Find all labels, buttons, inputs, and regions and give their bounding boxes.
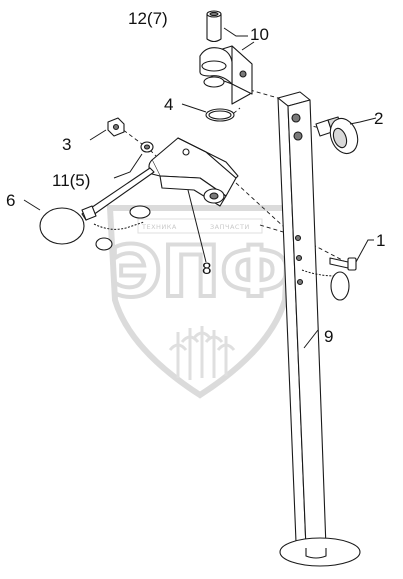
part-9-stand xyxy=(277,91,361,567)
callout-2: 2 xyxy=(374,109,383,128)
callout-11: 11(5) xyxy=(52,171,90,190)
part-6-lynch-pin xyxy=(39,167,155,251)
callout-6: 6 xyxy=(6,191,15,210)
callout-9: 9 xyxy=(324,327,333,346)
part-10-bracket xyxy=(199,45,253,105)
part-3-nut xyxy=(107,117,125,137)
wheat-icon xyxy=(168,326,236,380)
callout-12: 12(7) xyxy=(128,9,168,28)
watermark: ТЕХНИКА ЗАПЧАСТИ ЭПФ xyxy=(106,205,294,399)
part-12-pin xyxy=(206,10,222,43)
part-11-washer xyxy=(140,141,154,153)
callout-labels: 12(7) 10 4 2 3 11(5) 6 8 9 1 xyxy=(6,9,385,346)
callout-8: 8 xyxy=(202,259,211,278)
watermark-left-text: ТЕХНИКА xyxy=(141,223,177,231)
callout-4: 4 xyxy=(164,95,173,114)
callout-1: 1 xyxy=(376,231,385,250)
watermark-shield xyxy=(106,205,294,399)
part-2-knob-bolt xyxy=(315,116,359,155)
callout-10: 10 xyxy=(250,25,269,44)
part-8-clamp xyxy=(148,137,239,207)
part-4-ring xyxy=(205,108,235,122)
part-1-bolt xyxy=(301,257,357,301)
watermark-brand: ЭПФ xyxy=(110,231,289,313)
callout-3: 3 xyxy=(62,135,71,154)
watermark-right-text: ЗАПЧАСТИ xyxy=(210,223,250,231)
leaders xyxy=(23,27,377,349)
